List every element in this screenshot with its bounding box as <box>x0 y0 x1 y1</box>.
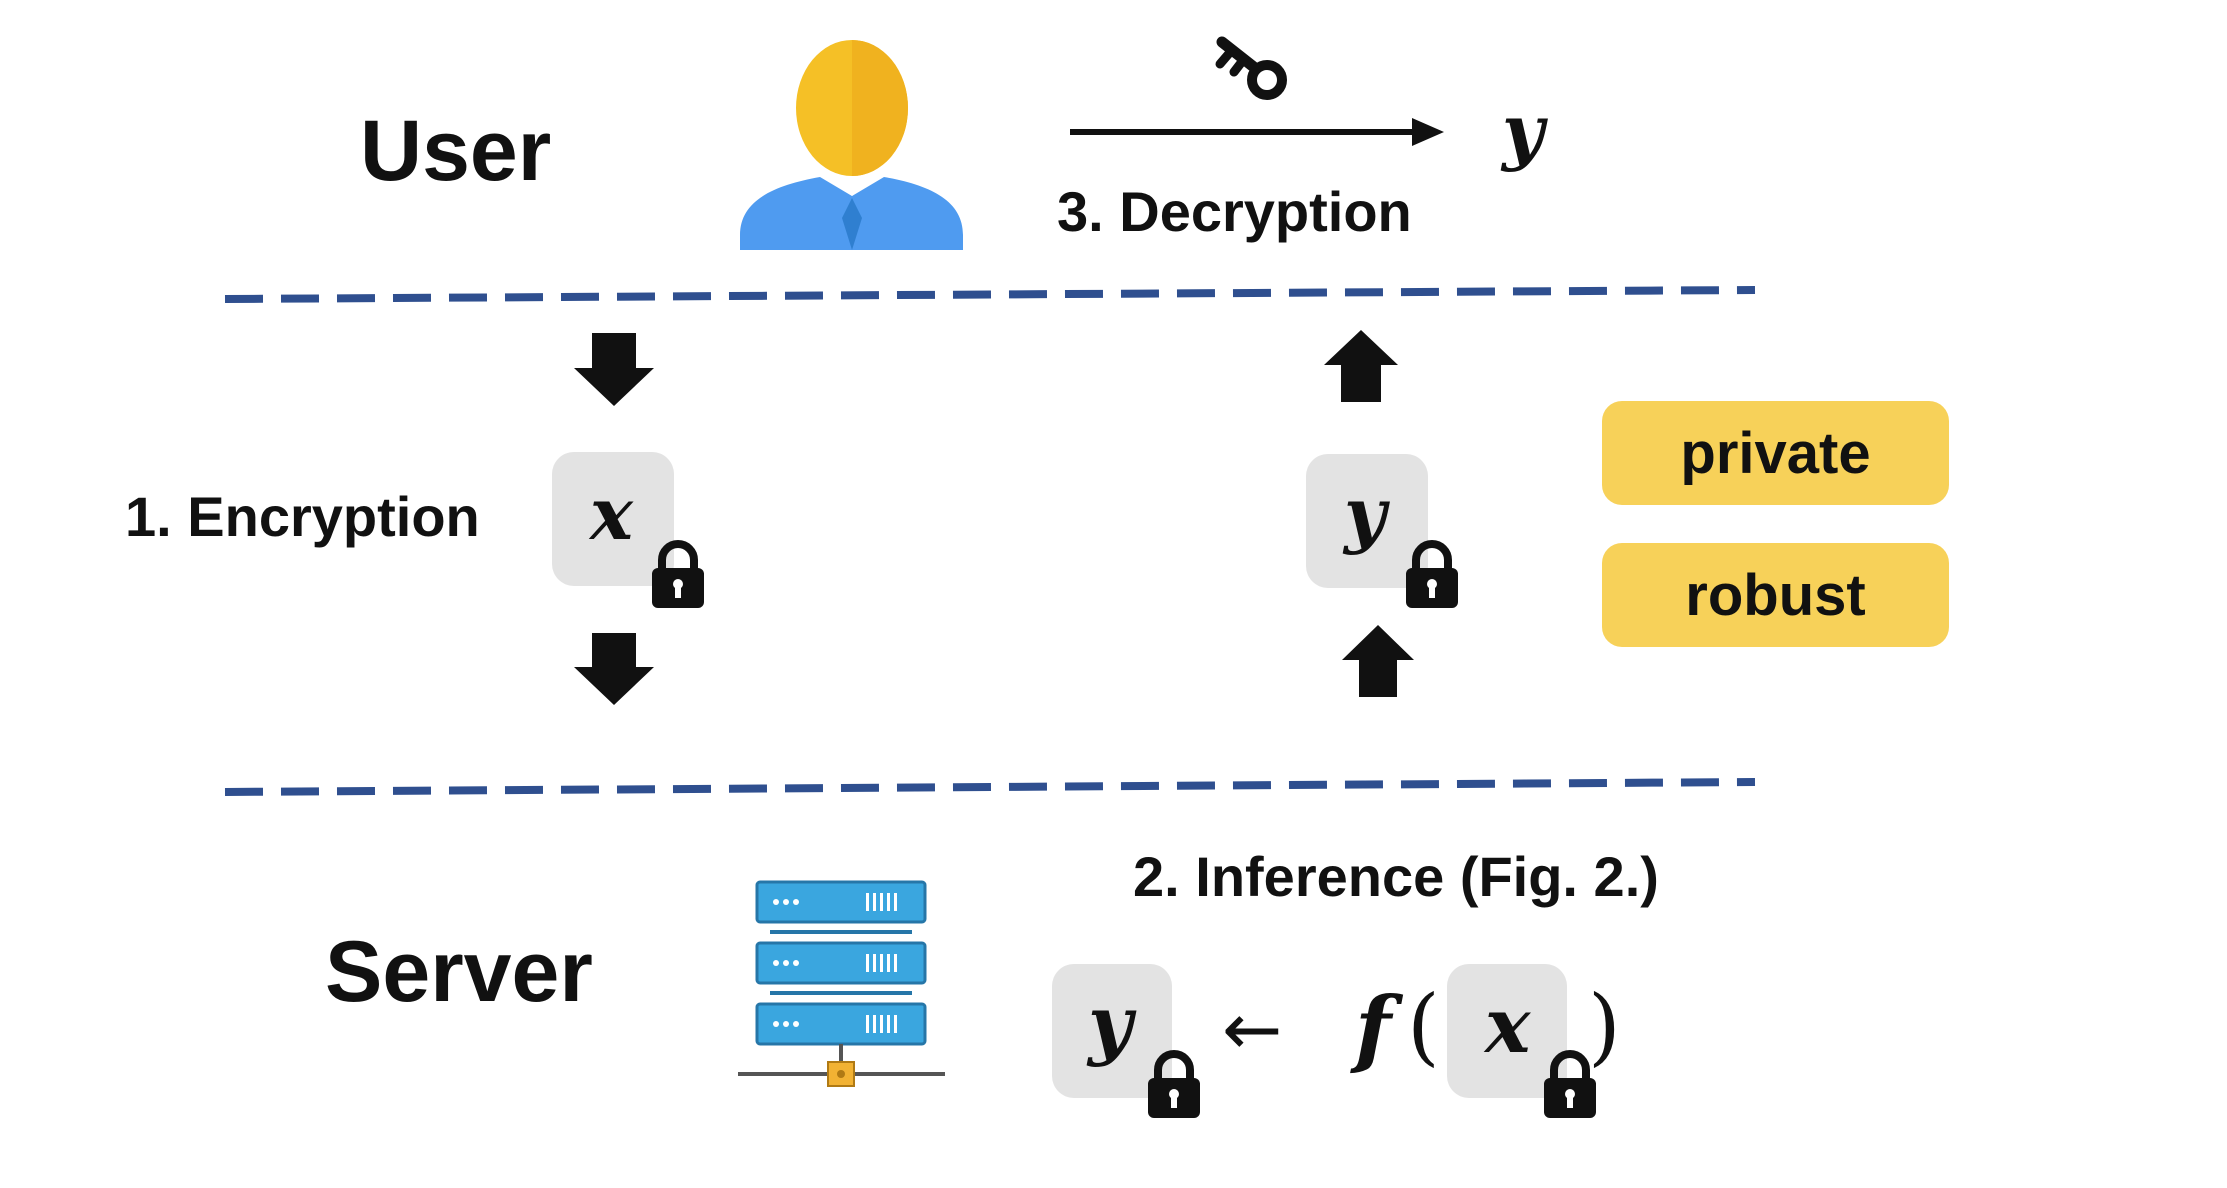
user-label: User <box>360 103 552 199</box>
up-arrow-top <box>1324 330 1398 402</box>
encrypted-y-box: y <box>1306 454 1428 588</box>
server-icon <box>738 880 945 1087</box>
decryption-arrow <box>1070 118 1444 146</box>
formula-y-symbol: y <box>1088 979 1133 1068</box>
step2-inference-label: 2. Inference (Fig. 2.) <box>1133 845 1659 908</box>
user-icon <box>740 40 963 250</box>
function-f: f <box>1355 978 1392 1077</box>
left-paren: ( <box>1407 977 1440 1075</box>
robust-tag: robust <box>1602 543 1949 647</box>
up-arrow-bottom <box>1342 625 1414 697</box>
right-paren: ) <box>1588 977 1621 1075</box>
step1-encryption-label: 1. Encryption <box>125 485 480 548</box>
output-y: y <box>1502 88 1544 173</box>
key-icon <box>1215 36 1287 100</box>
formula-x-symbol: x <box>1485 981 1531 1070</box>
down-arrow-top <box>574 333 654 406</box>
encrypted-y-symbol: y <box>1344 471 1386 556</box>
assign-arrow: ← <box>1222 987 1283 1071</box>
encrypted-x-box: x <box>552 452 674 586</box>
down-arrow-bottom <box>574 633 654 705</box>
server-divider <box>224 778 1756 796</box>
step3-decryption-label: 3. Decryption <box>1057 180 1412 243</box>
formula-x-box: x <box>1447 964 1567 1098</box>
formula-y-box: y <box>1052 964 1172 1098</box>
server-label: Server <box>325 924 593 1020</box>
user-divider <box>224 286 1756 303</box>
private-tag: private <box>1602 401 1949 505</box>
encrypted-x-symbol: x <box>590 471 633 556</box>
